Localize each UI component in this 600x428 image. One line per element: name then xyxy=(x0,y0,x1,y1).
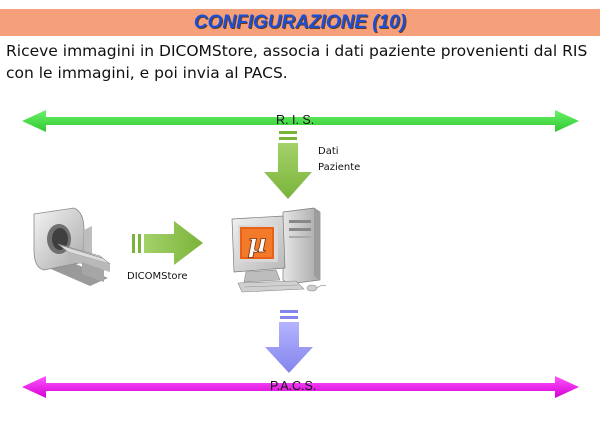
patient-data-label-line2: Paziente xyxy=(318,162,361,173)
workstation-logo-glyph: µ xyxy=(247,229,266,259)
patient-data-arrow xyxy=(264,131,312,199)
ct-scanner-icon xyxy=(33,207,111,286)
dicomstore-label: DICOMStore xyxy=(127,271,188,282)
ris-label: R. I. S. xyxy=(276,113,315,127)
dicomstore-arrow xyxy=(132,221,203,265)
ris-bus-arrow xyxy=(22,110,579,132)
title-bar xyxy=(0,9,600,36)
patient-data-label-line1: Dati xyxy=(318,146,339,157)
pacs-label: P.A.C.S. xyxy=(270,379,317,393)
pacs-bus-arrow xyxy=(22,376,579,398)
slide-title: CONFIGURAZIONE (10) xyxy=(193,12,407,33)
send-to-pacs-arrow xyxy=(265,310,313,373)
workstation-computer-icon xyxy=(231,207,327,293)
slide-description: Riceve immagini in DICOMStore, associa i… xyxy=(6,42,588,82)
